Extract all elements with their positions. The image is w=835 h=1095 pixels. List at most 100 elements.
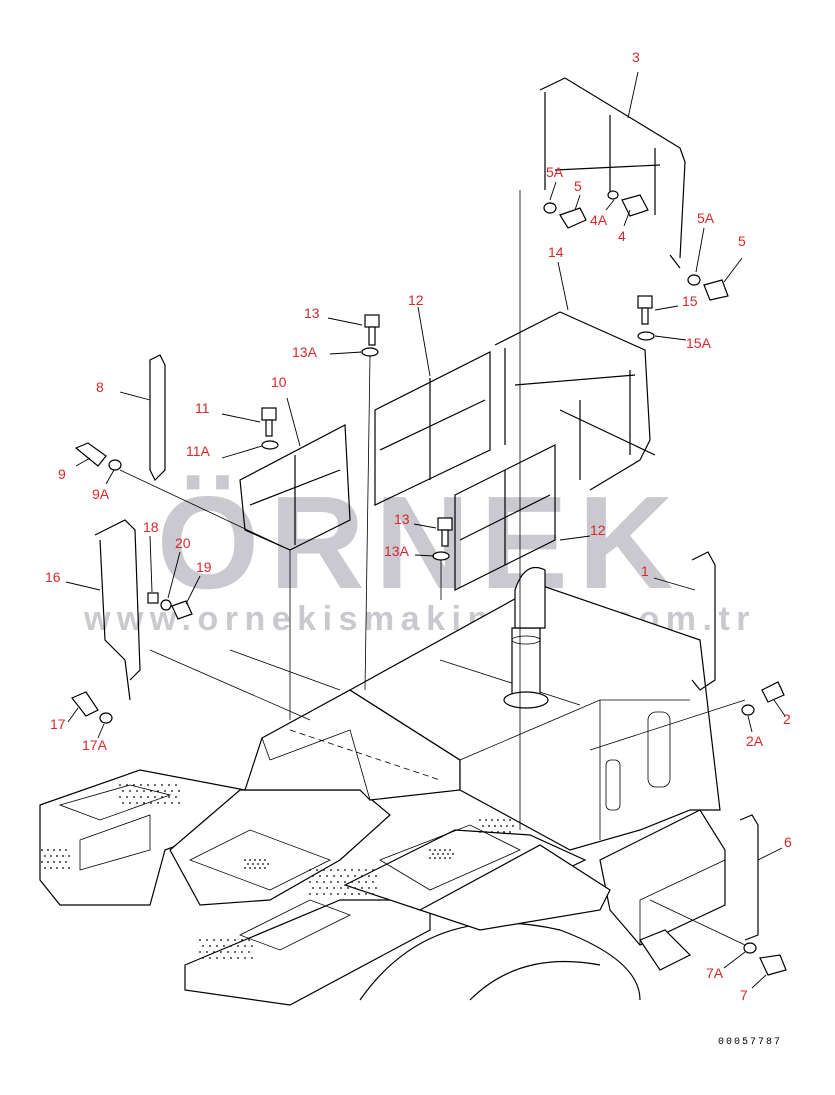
- washer-9A: [108, 459, 122, 471]
- part-label-12-mid: 12: [590, 522, 606, 538]
- part-label-18: 18: [143, 519, 159, 535]
- perforation-dot: [143, 790, 145, 792]
- perforation-dot: [247, 863, 249, 865]
- bolt-2: [761, 681, 785, 703]
- perforation-dot: [259, 859, 261, 861]
- perforation-dot: [344, 893, 346, 895]
- perforation-dot: [337, 881, 339, 883]
- perforation-dot: [150, 790, 152, 792]
- perforation-dot: [251, 945, 253, 947]
- perforation-dot: [449, 857, 451, 859]
- guard-12-mid: [454, 444, 556, 591]
- exhaust-base: [503, 691, 549, 709]
- washer-15A: [637, 331, 655, 341]
- perforation-dot: [249, 867, 251, 869]
- perforation-dot: [358, 869, 360, 871]
- perforation-dot: [444, 857, 446, 859]
- perforation-dot: [164, 802, 166, 804]
- seat-box-corner: [261, 737, 271, 761]
- perforation-dot: [140, 796, 142, 798]
- bolt-17: [71, 691, 99, 717]
- part-label-13-mid: 13: [394, 511, 410, 527]
- exhaust-pipe: [511, 627, 541, 701]
- perforation-dot: [129, 802, 131, 804]
- perforation-dot: [503, 819, 505, 821]
- perforation-dot: [47, 861, 49, 863]
- rear-step: [639, 929, 692, 971]
- center-deck-plate: [379, 824, 521, 891]
- perforation-dot: [344, 881, 346, 883]
- drawing-number: 00057787: [718, 1037, 782, 1048]
- perforation-dot: [62, 867, 64, 869]
- part-label-5-right: 5: [738, 233, 746, 249]
- part-label-17: 17: [50, 716, 66, 732]
- perforation-dot: [41, 861, 43, 863]
- part-label-10: 10: [271, 374, 287, 390]
- perforation-dot: [372, 869, 374, 871]
- guard-10-rail: [249, 469, 341, 506]
- perforation-dot: [264, 867, 266, 869]
- perforation-dot: [136, 802, 138, 804]
- perforation-dot: [150, 802, 152, 804]
- perforation-dot: [494, 825, 496, 827]
- perforation-dot: [368, 887, 370, 889]
- perforation-dot: [248, 951, 250, 953]
- perforation-dot: [259, 867, 261, 869]
- perforation-dot: [372, 881, 374, 883]
- part-label-2A: 2A: [746, 733, 764, 749]
- hood-handle: [605, 759, 621, 811]
- perforation-dot: [168, 796, 170, 798]
- part-label-9A: 9A: [92, 486, 110, 502]
- part-label-15A: 15A: [686, 335, 712, 351]
- perforation-dot: [485, 831, 487, 833]
- perforation-dot: [129, 790, 131, 792]
- perforation-dot: [309, 893, 311, 895]
- perforation-dot: [230, 945, 232, 947]
- bolt-7: [759, 954, 787, 976]
- perforation-dot: [262, 863, 264, 865]
- perforation-dot: [330, 881, 332, 883]
- washer-4A: [607, 190, 619, 200]
- perforation-dot: [230, 957, 232, 959]
- perforation-dot: [133, 784, 135, 786]
- perforation-dot: [65, 849, 67, 851]
- perforation-dot: [122, 790, 124, 792]
- perforation-dot: [220, 951, 222, 953]
- perforation-dot: [216, 957, 218, 959]
- washer-13A-mid: [432, 551, 450, 561]
- perforation-dot: [267, 863, 269, 865]
- perforation-dot: [126, 796, 128, 798]
- perforation-dot: [168, 784, 170, 786]
- perforation-dot: [202, 945, 204, 947]
- rear-block: [599, 809, 726, 946]
- perforation-dot: [354, 887, 356, 889]
- perforation-dot: [164, 790, 166, 792]
- perforation-dot: [254, 859, 256, 861]
- perforation-dot: [439, 857, 441, 859]
- leader-lines: [65, 71, 786, 989]
- bolt-19: [171, 600, 193, 620]
- perforation-dot: [202, 957, 204, 959]
- part-label-7: 7: [740, 987, 748, 1003]
- handrail-16: [94, 519, 141, 681]
- perforation-dot: [479, 819, 481, 821]
- watermark-brand: ÖRNEK: [157, 469, 684, 616]
- perforation-dot: [47, 849, 49, 851]
- part-label-4: 4: [618, 228, 626, 244]
- perforation-dot: [175, 796, 177, 798]
- handrail-8: [149, 354, 166, 482]
- part-label-14: 14: [548, 244, 564, 260]
- perforation-dot: [442, 853, 444, 855]
- perforation-dot: [220, 939, 222, 941]
- perforation-dot: [50, 855, 52, 857]
- wheel-arc-inner: [469, 960, 601, 1001]
- left-step-recess-2: [79, 814, 151, 871]
- perforation-dot: [312, 887, 314, 889]
- perforation-dot: [509, 819, 511, 821]
- perforation-dot: [244, 957, 246, 959]
- perforation-dot: [178, 802, 180, 804]
- engine-hood: [348, 584, 721, 851]
- perforation-dot: [488, 825, 490, 827]
- perforation-dot: [161, 796, 163, 798]
- perforation-dot: [449, 849, 451, 851]
